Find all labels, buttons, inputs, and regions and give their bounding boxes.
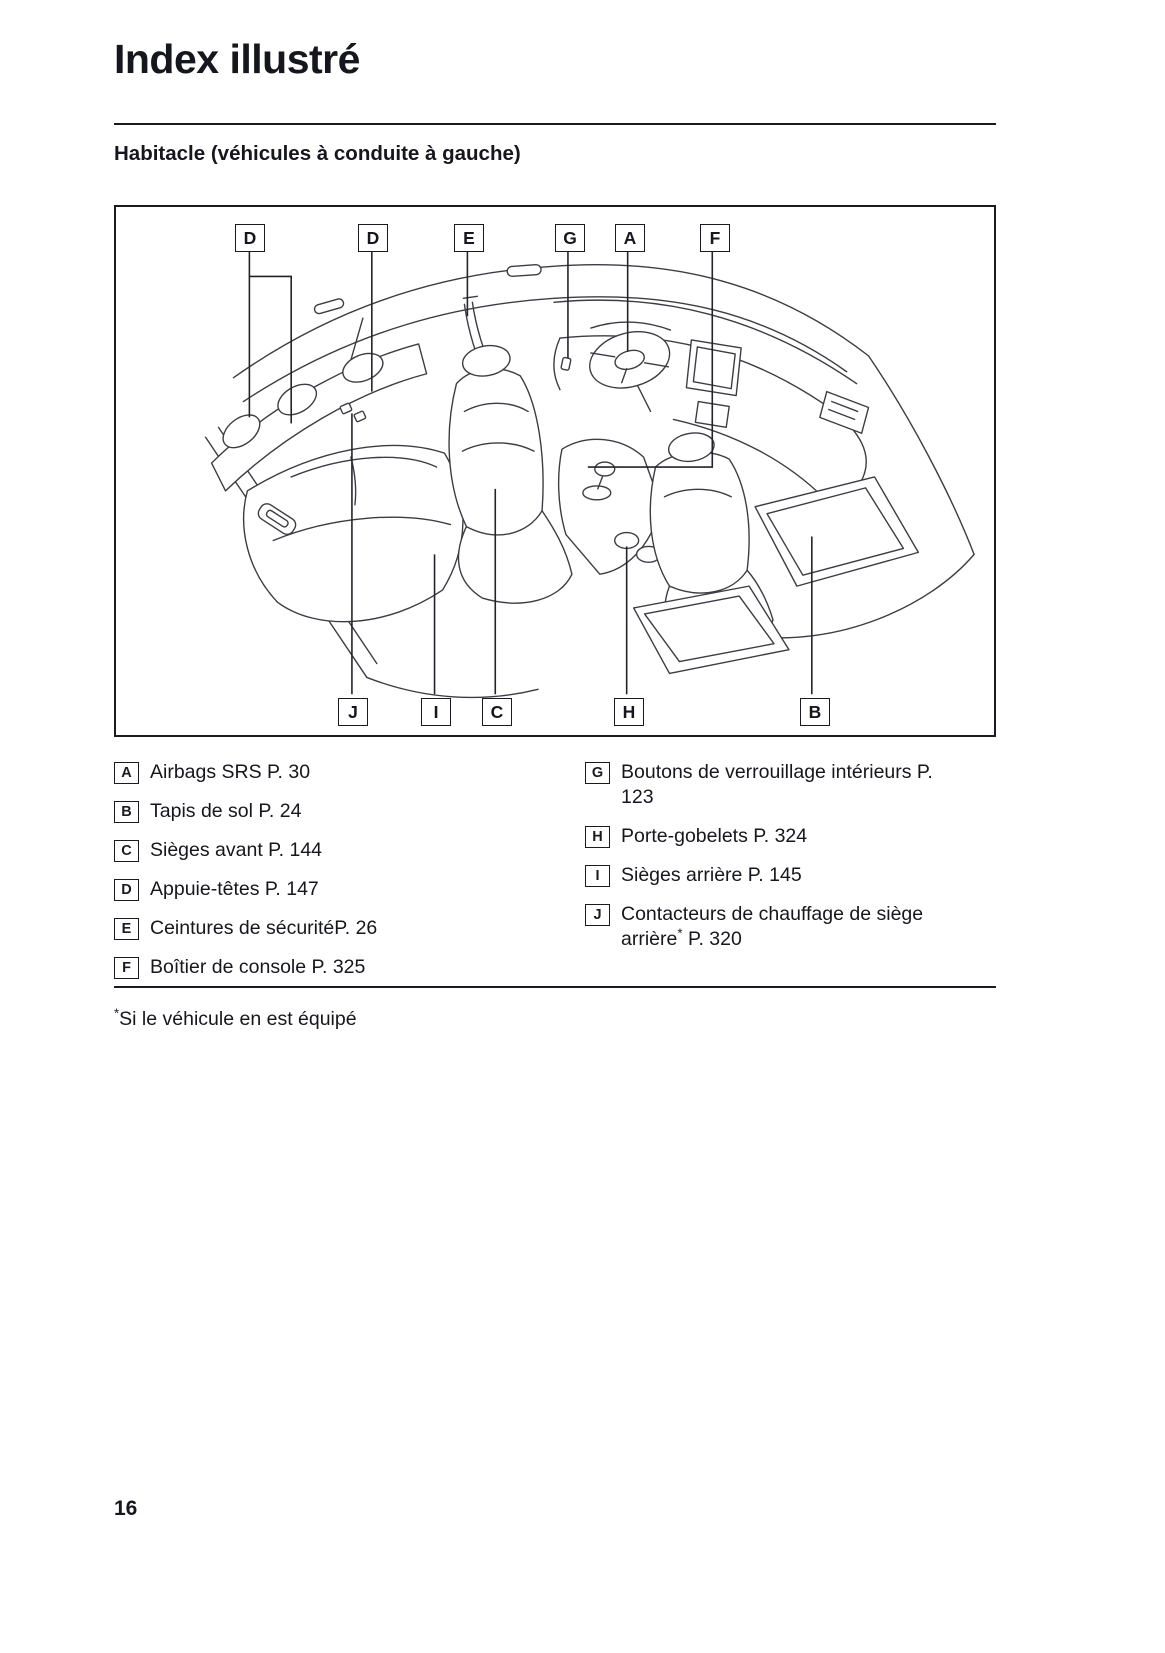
callout-e: E — [454, 224, 484, 252]
legend-text: Porte-gobelets P. 324 — [621, 825, 808, 847]
footnote-text: Si le véhicule en est équipé — [119, 1008, 357, 1030]
legend-item-d: D Appuie-têtes P. 147 — [114, 877, 585, 902]
legend-letter-badge: G — [585, 762, 610, 784]
legend-text: Appuie-têtes P. 147 — [150, 878, 319, 900]
legend-text: Airbags SRS P. 30 — [150, 761, 311, 783]
callout-d1: D — [235, 224, 265, 252]
page-title: Index illustré — [114, 36, 360, 82]
callout-i: I — [421, 698, 451, 726]
legend-item-a: A Airbags SRS P. 30 — [114, 760, 585, 785]
callout-a: A — [615, 224, 645, 252]
legend-letter-badge: J — [585, 904, 610, 926]
callout-h: H — [614, 698, 644, 726]
legend-item-b: B Tapis de sol P. 24 — [114, 799, 585, 824]
legend-text: Tapis de sol P. 24 — [150, 800, 302, 822]
legend-letter-badge: C — [114, 840, 139, 862]
callout-f: F — [700, 224, 730, 252]
legend-text: Contacteurs de chauffage de siège arrièr… — [621, 903, 924, 950]
legend-item-c: C Sièges avant P. 144 — [114, 838, 585, 863]
legend-letter-badge: I — [585, 865, 610, 887]
page-number: 16 — [114, 1497, 138, 1520]
legend-item-g: G Boutons de verrouillage intérieurs P. … — [585, 760, 996, 810]
legend-letter-badge: B — [114, 801, 139, 823]
legend-item-e: E Ceintures de sécuritéP. 26 — [114, 916, 585, 941]
callout-b: B — [800, 698, 830, 726]
callout-d2: D — [358, 224, 388, 252]
legend-letter-badge: E — [114, 918, 139, 940]
legend-letter-badge: A — [114, 762, 139, 784]
legend-text: Sièges arrière P. 145 — [621, 864, 802, 886]
legend-item-h: H Porte-gobelets P. 324 — [585, 824, 996, 849]
footnote: *Si le véhicule en est équipé — [114, 1005, 357, 1031]
legend-item-i: I Sièges arrière P. 145 — [585, 863, 996, 888]
legend-letter-badge: F — [114, 957, 139, 979]
legend-column-left: A Airbags SRS P. 30 B Tapis de sol P. 24… — [114, 760, 585, 994]
legend-item-f: F Boîtier de console P. 325 — [114, 955, 585, 980]
callout-j: J — [338, 698, 368, 726]
legend-text: Sièges avant P. 144 — [150, 839, 323, 861]
legend-letter-badge: H — [585, 826, 610, 848]
legend-column-right: G Boutons de verrouillage intérieurs P. … — [585, 760, 996, 994]
legend-text: Ceintures de sécuritéP. 26 — [150, 917, 378, 939]
figure-box: D D E G A F J I C H B — [114, 205, 996, 737]
legend-divider — [114, 986, 996, 988]
section-heading: Habitacle (véhicules à conduite à gauche… — [114, 142, 521, 165]
title-divider — [114, 123, 996, 125]
legend-text: Boîtier de console P. 325 — [150, 956, 366, 978]
car-interior-illustration — [204, 251, 975, 699]
callout-g: G — [555, 224, 585, 252]
legend-item-j: J Contacteurs de chauffage de siège arri… — [585, 902, 996, 952]
legend-text: Boutons de verrouillage intérieurs P. 12… — [621, 761, 933, 808]
legend-letter-badge: D — [114, 879, 139, 901]
footnote-asterisk: * — [114, 1005, 120, 1021]
callout-c: C — [482, 698, 512, 726]
legend: A Airbags SRS P. 30 B Tapis de sol P. 24… — [114, 760, 996, 994]
